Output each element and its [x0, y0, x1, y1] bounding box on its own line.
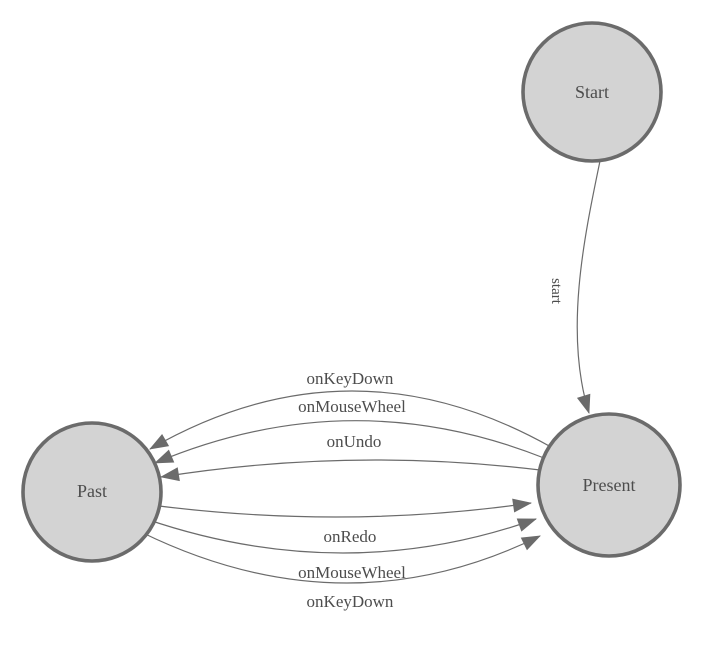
edge-label-onmousewheel-top: onMouseWheel [298, 397, 406, 416]
edge-label-onundo: onUndo [327, 432, 382, 451]
state-label-present: Present [583, 475, 636, 495]
state-node-past[interactable] [21, 421, 163, 563]
state-label-past: Past [77, 481, 107, 501]
edge-label-onredo: onRedo [324, 527, 377, 546]
edge-past-to-present-onmousewheel[interactable] [145, 518, 537, 554]
edge-label-start: start [548, 278, 564, 305]
edge-start-to-present[interactable] [576, 160, 601, 414]
state-label-start: Start [575, 82, 609, 102]
edge-past-to-present-onkeydown[interactable] [140, 531, 541, 584]
edge-label-onkeydown-bottom: onKeyDown [307, 592, 394, 611]
edge-present-to-past-onmousewheel[interactable] [154, 420, 545, 464]
edge-present-to-past-onundo[interactable] [160, 459, 541, 482]
edge-label-onkeydown-top: onKeyDown [307, 369, 394, 388]
edge-label-onmousewheel-bottom: onMouseWheel [298, 563, 406, 582]
edge-past-to-present-onredo[interactable] [150, 498, 532, 518]
edge-present-to-past-onkeydown[interactable] [149, 390, 552, 450]
state-node-present[interactable] [536, 412, 682, 558]
state-node-start[interactable] [521, 21, 663, 163]
